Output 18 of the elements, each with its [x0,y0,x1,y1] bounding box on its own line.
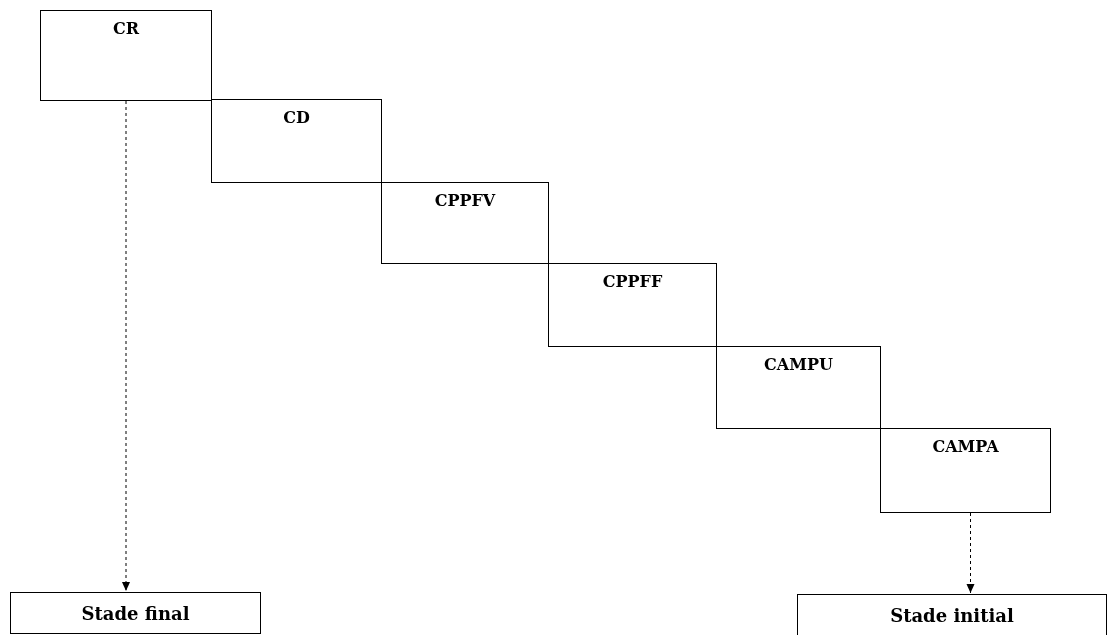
stage-box [716,346,881,429]
box-label: CR [113,19,139,38]
box-label: CAMPU [764,355,833,374]
arrow [122,100,130,592]
box-label: Stade initial [890,605,1014,626]
stage-box [211,99,382,183]
stage-box [40,10,212,101]
box-label: CD [283,108,310,127]
stage-box [548,263,717,347]
box-label: CPPFV [434,191,496,210]
box-label: CPPFF [602,272,663,291]
box-label: Stade final [81,603,190,624]
box-label: CAMPA [932,437,999,456]
state-box [797,594,1107,635]
stage-box [880,428,1051,513]
arrow [966,512,975,594]
state-box [10,592,261,634]
stage-box [381,182,549,264]
